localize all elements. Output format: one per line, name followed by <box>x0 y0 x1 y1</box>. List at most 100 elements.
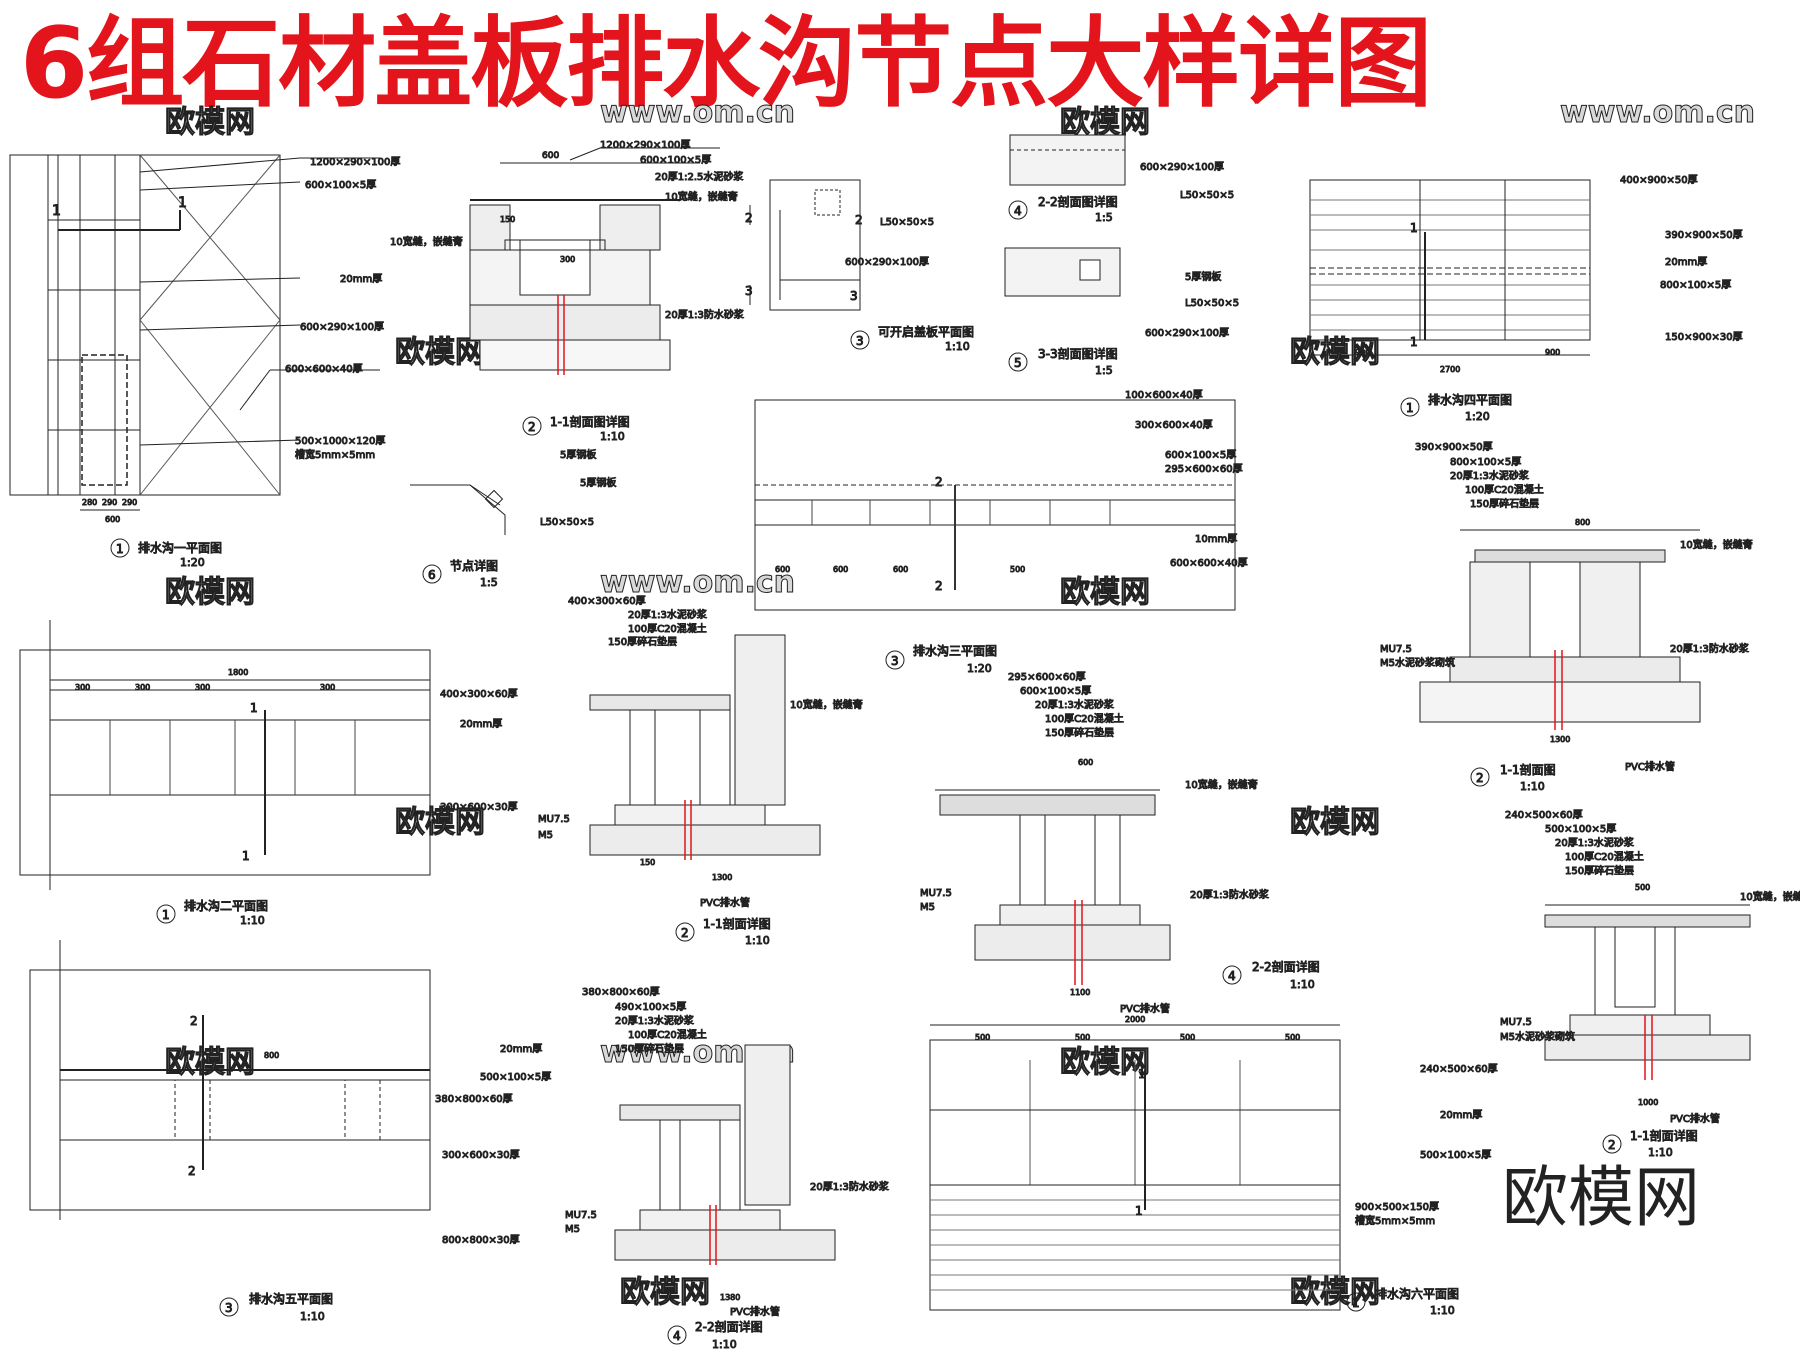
section-1-1-top: 600 150 300 1200×290×100厚 600×100×5厚 20厚… <box>390 139 745 444</box>
svg-text:4: 4 <box>673 1329 681 1343</box>
svg-text:2700: 2700 <box>1440 365 1460 374</box>
svg-text:1: 1 <box>250 701 258 715</box>
svg-text:4: 4 <box>1014 204 1022 218</box>
svg-text:20mm厚: 20mm厚 <box>1665 256 1707 268</box>
plan-view-6: 2000 500 500 500 500 1 1 240×500×60厚 20m… <box>929 1015 1498 1318</box>
svg-text:1200×290×100厚: 1200×290×100厚 <box>600 139 690 151</box>
svg-text:290: 290 <box>122 498 137 507</box>
svg-text:600×100×5厚: 600×100×5厚 <box>640 154 711 166</box>
svg-text:20厚1:3防水砂浆: 20厚1:3防水砂浆 <box>1670 642 1749 655</box>
svg-text:4: 4 <box>1228 969 1236 983</box>
svg-text:1:5: 1:5 <box>1095 364 1113 377</box>
svg-text:1: 1 <box>1410 221 1418 235</box>
svg-text:600×290×100厚: 600×290×100厚 <box>300 321 384 333</box>
svg-text:L50×50×5: L50×50×5 <box>540 517 594 528</box>
svg-text:排水沟六平面图: 排水沟六平面图 <box>1375 1287 1459 1301</box>
svg-text:390×900×50厚: 390×900×50厚 <box>1665 229 1743 241</box>
svg-text:2: 2 <box>935 475 943 489</box>
svg-text:240×500×60厚: 240×500×60厚 <box>1505 809 1583 821</box>
svg-text:20mm厚: 20mm厚 <box>340 273 382 285</box>
svg-text:20厚1:3防水砂浆: 20厚1:3防水砂浆 <box>810 1180 889 1193</box>
svg-text:可开启盖板平面图: 可开启盖板平面图 <box>878 325 974 339</box>
svg-text:400×300×60厚: 400×300×60厚 <box>568 595 646 607</box>
svg-text:2-2剖面详图: 2-2剖面详图 <box>695 1319 763 1334</box>
svg-text:20厚1:3水泥砂浆: 20厚1:3水泥砂浆 <box>1035 698 1114 711</box>
section-3-3-small: 5厚钢板 L50×50×5 600×290×100厚 5 3-3剖面图详图 1:… <box>1004 247 1240 378</box>
svg-text:5厚钢板: 5厚钢板 <box>580 476 616 489</box>
svg-text:1:10: 1:10 <box>240 914 265 927</box>
svg-text:500×100×5厚: 500×100×5厚 <box>1420 1149 1491 1161</box>
watermark-text: 欧模网 <box>165 1045 255 1080</box>
svg-text:1:20: 1:20 <box>180 556 205 569</box>
svg-text:1:20: 1:20 <box>1465 410 1490 423</box>
svg-text:3-3剖面图详图: 3-3剖面图详图 <box>1038 346 1118 361</box>
svg-text:10宽缝，嵌缝膏: 10宽缝，嵌缝膏 <box>1740 890 1800 903</box>
svg-text:380×800×60厚: 380×800×60厚 <box>435 1093 513 1105</box>
svg-text:10宽缝，嵌缝膏: 10宽缝，嵌缝膏 <box>390 235 463 248</box>
watermark-url: www.om.cn <box>600 95 795 130</box>
svg-text:1:10: 1:10 <box>1520 780 1545 793</box>
svg-text:400×300×60厚: 400×300×60厚 <box>440 688 518 700</box>
svg-text:1300: 1300 <box>712 873 732 882</box>
svg-text:300×600×40厚: 300×600×40厚 <box>1135 419 1213 431</box>
svg-text:20厚1:3防水砂浆: 20厚1:3防水砂浆 <box>1190 888 1269 901</box>
svg-text:PVC排水管: PVC排水管 <box>1625 760 1675 773</box>
svg-text:MU7.5: MU7.5 <box>538 814 570 825</box>
svg-text:800: 800 <box>1575 518 1590 527</box>
svg-text:600×100×5厚: 600×100×5厚 <box>1165 449 1236 461</box>
svg-text:M5水泥砂浆砌筑: M5水泥砂浆砌筑 <box>1500 1030 1575 1043</box>
svg-text:600: 600 <box>105 515 120 524</box>
svg-text:PVC排水管: PVC排水管 <box>700 896 750 909</box>
svg-text:槽宽5mm×5mm: 槽宽5mm×5mm <box>295 448 375 461</box>
svg-text:3: 3 <box>225 1301 233 1315</box>
svg-text:20厚1:3防水砂浆: 20厚1:3防水砂浆 <box>665 308 744 321</box>
svg-text:100×600×40厚: 100×600×40厚 <box>1125 389 1203 401</box>
svg-text:600×600×40厚: 600×600×40厚 <box>1170 557 1248 569</box>
svg-text:PVC排水管: PVC排水管 <box>1120 1002 1170 1015</box>
svg-text:400×900×50厚: 400×900×50厚 <box>1620 174 1698 186</box>
svg-text:300×600×30厚: 300×600×30厚 <box>440 801 518 813</box>
svg-text:排水沟二平面图: 排水沟二平面图 <box>184 899 268 913</box>
svg-text:1:5: 1:5 <box>1095 211 1113 224</box>
svg-text:排水沟一平面图: 排水沟一平面图 <box>138 541 222 555</box>
svg-text:5厚钢板: 5厚钢板 <box>560 448 596 461</box>
svg-text:20mm厚: 20mm厚 <box>460 718 502 730</box>
plan-view-4: 1 1 900 900 2700 400×900×50厚 390×900×50厚… <box>1309 174 1743 424</box>
svg-text:排水沟四平面图: 排水沟四平面图 <box>1428 393 1512 407</box>
svg-text:MU7.5: MU7.5 <box>1380 644 1412 655</box>
svg-text:100厚C20混凝土: 100厚C20混凝土 <box>1565 850 1644 863</box>
svg-text:1:10: 1:10 <box>600 430 625 443</box>
svg-text:100厚C20混凝土: 100厚C20混凝土 <box>628 622 707 635</box>
svg-text:600×290×100厚: 600×290×100厚 <box>1145 327 1229 339</box>
svg-text:1: 1 <box>1135 1204 1143 1218</box>
svg-text:10mm厚: 10mm厚 <box>1195 533 1237 545</box>
svg-text:290: 290 <box>102 498 117 507</box>
watermark-text: 欧模网 <box>165 575 255 610</box>
svg-text:1-1剖面详图: 1-1剖面详图 <box>703 916 771 931</box>
svg-text:节点详图: 节点详图 <box>450 558 498 573</box>
svg-text:2: 2 <box>528 420 536 434</box>
svg-text:1:10: 1:10 <box>745 934 770 947</box>
svg-text:1300: 1300 <box>1550 735 1570 744</box>
svg-text:500×100×5厚: 500×100×5厚 <box>1545 823 1616 835</box>
svg-text:1: 1 <box>1406 401 1414 415</box>
svg-text:L50×50×5: L50×50×5 <box>1180 190 1234 201</box>
svg-text:600×290×100厚: 600×290×100厚 <box>1140 161 1224 173</box>
plan-view-1: 1 1 280 290 290 600 1200×290×100厚 600×10… <box>9 154 401 570</box>
svg-text:2: 2 <box>1608 1138 1616 1152</box>
svg-text:600: 600 <box>1078 758 1093 767</box>
svg-text:240×500×60厚: 240×500×60厚 <box>1420 1063 1498 1075</box>
svg-text:1:5: 1:5 <box>480 576 498 589</box>
svg-text:490×100×5厚: 490×100×5厚 <box>615 1001 686 1013</box>
svg-text:800×100×5厚: 800×100×5厚 <box>1660 279 1731 291</box>
svg-text:600: 600 <box>893 565 908 574</box>
svg-text:1:10: 1:10 <box>1430 1304 1455 1317</box>
svg-text:2: 2 <box>1476 771 1484 785</box>
svg-text:1:20: 1:20 <box>967 662 992 675</box>
svg-text:PVC排水管: PVC排水管 <box>730 1305 780 1318</box>
section-2-2-center: 600 1100 295×600×60厚 600×100×5厚 20厚1:3水泥… <box>920 671 1321 1016</box>
svg-text:1:10: 1:10 <box>1290 978 1315 991</box>
svg-text:600: 600 <box>542 151 559 161</box>
svg-text:1380: 1380 <box>720 1293 740 1302</box>
